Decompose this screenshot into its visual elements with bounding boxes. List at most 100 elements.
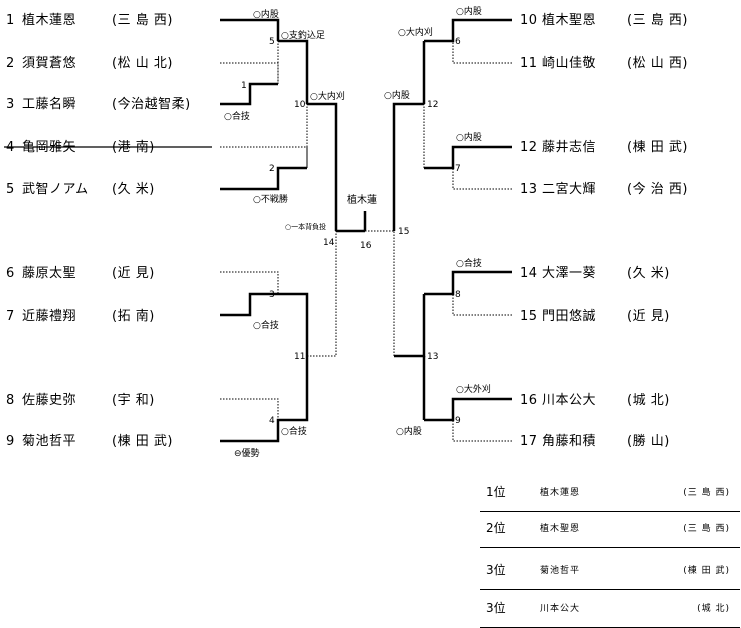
bracket-lines-left: [220, 18, 367, 443]
entry-school: (松 山 西): [627, 56, 688, 71]
entry-school: (近 見): [112, 266, 155, 281]
entry-name: 川本公大: [542, 393, 596, 408]
entry-name: 須賀蒼悠: [22, 56, 76, 71]
left-entry-6: 6 藤原太聖 (近 見): [6, 266, 155, 281]
entry-school: (拓 南): [112, 308, 155, 324]
result-label: ○内股: [456, 5, 482, 17]
entry-name: 崎山佳敬: [542, 55, 596, 71]
entry-name: 植木蓮恩: [22, 13, 76, 28]
match-number: 7: [455, 164, 461, 174]
entry-number: 9: [6, 434, 15, 449]
result-label: ○合技: [253, 319, 279, 331]
champion-label: 植木蓮: [347, 193, 377, 206]
entry-name: 角藤和積: [542, 434, 596, 449]
right-entry-13: 13 二宮大輝 (今 治 西): [520, 181, 688, 197]
entry-number: 5: [6, 182, 15, 197]
right-entry-16: 16 川本公大 (城 北): [520, 393, 669, 408]
entry-name: 武智ノアム: [22, 182, 89, 197]
entry-school: (三 島 西): [112, 13, 173, 28]
match-number: 2: [269, 164, 275, 174]
result-label: ○合技: [456, 257, 482, 269]
match-number: 13: [427, 352, 438, 362]
entry-name: 藤原太聖: [22, 266, 76, 281]
result-label: ○合技: [224, 110, 250, 122]
match-number: 1: [241, 81, 247, 91]
result-labels: ○内股 ○合技 ○支釣込足 ○不戦勝 ○大内刈 ○合技 ○合技 ○一本背負投 ⊖…: [224, 5, 491, 459]
entry-name: 大澤一葵: [542, 266, 596, 281]
entry-school: (久 米): [627, 266, 670, 281]
result-label: ○内股: [396, 425, 422, 437]
right-entry-14: 14 大澤一葵 (久 米): [520, 266, 670, 281]
entry-number: 17: [520, 434, 538, 449]
right-entry-12: 12 藤井志信 (棟 田 武): [520, 140, 688, 155]
entry-number: 2: [6, 56, 15, 71]
entry-number: 13: [520, 182, 538, 197]
entry-name: 近藤禮翔: [22, 309, 76, 324]
bracket-lines-right: [365, 18, 512, 442]
right-entry-15: 15 門田悠誠 (近 見): [520, 309, 670, 324]
ranking-row: 1位 植木蓮恩 (三 島 西): [480, 475, 740, 512]
result-label: ○合技: [281, 425, 307, 437]
result-label: ○支釣込足: [281, 29, 325, 41]
entry-number: 1: [6, 13, 15, 28]
left-entry-2: 2 須賀蒼悠 (松 山 北): [6, 56, 172, 71]
entry-name: 佐藤史弥: [22, 392, 76, 408]
result-label: ○大外刈: [456, 383, 491, 395]
right-entry-17: 17 角藤和積 (勝 山): [520, 434, 670, 449]
ranking-name: 菊池哲平: [540, 566, 581, 576]
entry-school: (棟 田 武): [112, 434, 173, 449]
ranking-position: 3位: [486, 601, 506, 615]
ranking-row: 3位 菊池哲平 (棟 田 武): [480, 553, 740, 590]
result-label: ○大内刈: [398, 26, 433, 38]
left-entry-5: 5 武智ノアム (久 米): [6, 182, 154, 197]
ranking-school: (三 島 西): [683, 524, 730, 534]
match-number: 8: [455, 290, 461, 300]
entry-name: 菊池哲平: [22, 434, 76, 449]
entry-school: (今治越智柔): [112, 96, 191, 112]
left-entry-8: 8 佐藤史弥 (宇 和): [6, 392, 155, 408]
right-entry-10: 10 植木聖恩 (三 島 西): [520, 13, 687, 28]
entry-school: (今 治 西): [627, 181, 688, 197]
entry-school: (近 見): [627, 309, 670, 324]
match-numbers: 1 2 3 4 5 10 11 14 16 15 6 12 7 8 13 9: [241, 37, 461, 426]
left-entry-9: 9 菊池哲平 (棟 田 武): [6, 434, 173, 449]
match-number: 12: [427, 100, 438, 110]
entry-number: 14: [520, 266, 538, 281]
entry-school: (棟 田 武): [627, 140, 688, 155]
match-number: 11: [294, 352, 305, 362]
ranking-school: (城 北): [697, 604, 730, 614]
ranking-school: (三 島 西): [683, 488, 730, 498]
entry-number: 10: [520, 13, 538, 28]
entry-school: (宇 和): [112, 393, 155, 408]
entry-number: 8: [6, 393, 15, 408]
result-label: ○大内刈: [310, 90, 345, 102]
left-entry-7: 7 近藤禮翔 (拓 南): [6, 308, 155, 324]
ranking-position: 3位: [486, 563, 506, 577]
ranking-row: 2位 植木聖恩(三 島 西): [480, 511, 740, 548]
match-number: 14: [323, 238, 335, 248]
match-number: 16: [360, 241, 372, 251]
result-label: ○内股: [384, 89, 410, 101]
match-number: 6: [455, 37, 461, 47]
ranking-name: 植木聖恩: [540, 524, 581, 534]
ranking-name: 川本公大: [540, 604, 581, 614]
entry-name: 工藤名瞬: [22, 96, 76, 112]
ranking-school: (棟 田 武): [683, 566, 730, 576]
entry-name: 藤井志信: [542, 140, 596, 155]
entry-name: 二宮大輝: [542, 181, 596, 197]
entry-school: (勝 山): [627, 434, 670, 449]
result-label: ○不戦勝: [253, 193, 288, 205]
right-entry-11: 11 崎山佳敬 (松 山 西): [520, 55, 688, 71]
ranking-position: 1位: [486, 485, 506, 499]
result-label: ○一本背負投: [285, 222, 326, 231]
entry-name: 植木聖恩: [542, 13, 596, 28]
entry-number: 11: [520, 56, 538, 71]
ranking-name: 植木蓮恩: [540, 488, 581, 498]
left-entry-1: 1 植木蓮恩 (三 島 西): [6, 13, 173, 28]
entry-number: 6: [6, 266, 15, 281]
ranking-row: 3位 川本公大 (城 北): [480, 591, 740, 628]
left-entry-4: 4 亀岡雅矢 (港 南): [4, 139, 212, 155]
left-entry-3: 3 工藤名瞬 (今治越智柔): [6, 96, 191, 112]
result-label: ○内股: [253, 8, 279, 20]
